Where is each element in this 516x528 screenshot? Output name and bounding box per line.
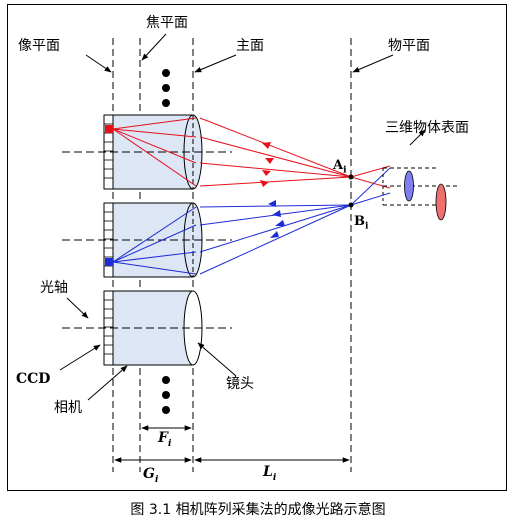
- red-rays: [112, 117, 391, 189]
- dim-g-label: Gi: [143, 466, 159, 485]
- red-ray-arrows: [260, 142, 274, 187]
- focal-plane-leader: [141, 33, 167, 61]
- image-plane-leader: [85, 54, 112, 73]
- point-b-label: Bi: [354, 214, 369, 232]
- camera-3: [62, 290, 232, 366]
- image-plane-label: 像平面: [18, 38, 60, 54]
- red-pixel: [105, 125, 113, 133]
- blue-ray-arrows: [268, 200, 285, 238]
- camera-2: [62, 202, 232, 278]
- object-surface: [382, 129, 460, 221]
- principal-plane-label: 主面: [236, 38, 264, 54]
- dimension-lines: [114, 425, 350, 463]
- optical-axis-leader: [66, 297, 89, 319]
- blue-ellipse: [404, 170, 414, 202]
- object-plane-label: 物平面: [388, 38, 430, 54]
- lens-label: 镜头: [226, 376, 254, 392]
- focal-plane-label: 焦平面: [146, 15, 188, 31]
- figure-caption: 图 3.1 相机阵列采集法的成像光路示意图: [130, 502, 386, 518]
- ellipsis-dots-top: [162, 69, 170, 107]
- optical-axis-label: 光轴: [40, 280, 68, 296]
- leader-arrows: [85, 33, 394, 73]
- object-surface-label: 三维物体表面: [385, 120, 469, 136]
- blue-pixel: [105, 258, 113, 266]
- point-b-marker: [348, 202, 354, 208]
- red-ellipse: [435, 183, 447, 221]
- ccd-label: CCD: [16, 371, 51, 387]
- point-a-marker: [348, 174, 354, 180]
- dim-f-label: Fi: [158, 430, 172, 449]
- component-leaders: [59, 297, 237, 401]
- principal-plane-leader: [194, 54, 237, 73]
- object-plane-leader: [352, 54, 394, 73]
- ccd-leader: [59, 344, 101, 371]
- camera-label: 相机: [54, 400, 82, 416]
- lens-leader: [197, 342, 237, 377]
- camera-1: [62, 114, 232, 190]
- point-a-label: Ai: [333, 158, 347, 176]
- plane-lines: [112, 38, 352, 472]
- camera-leader: [87, 365, 128, 401]
- ellipsis-dots-bottom: [162, 376, 170, 414]
- figure-frame: [7, 4, 507, 491]
- dim-l-label: Li: [263, 464, 277, 483]
